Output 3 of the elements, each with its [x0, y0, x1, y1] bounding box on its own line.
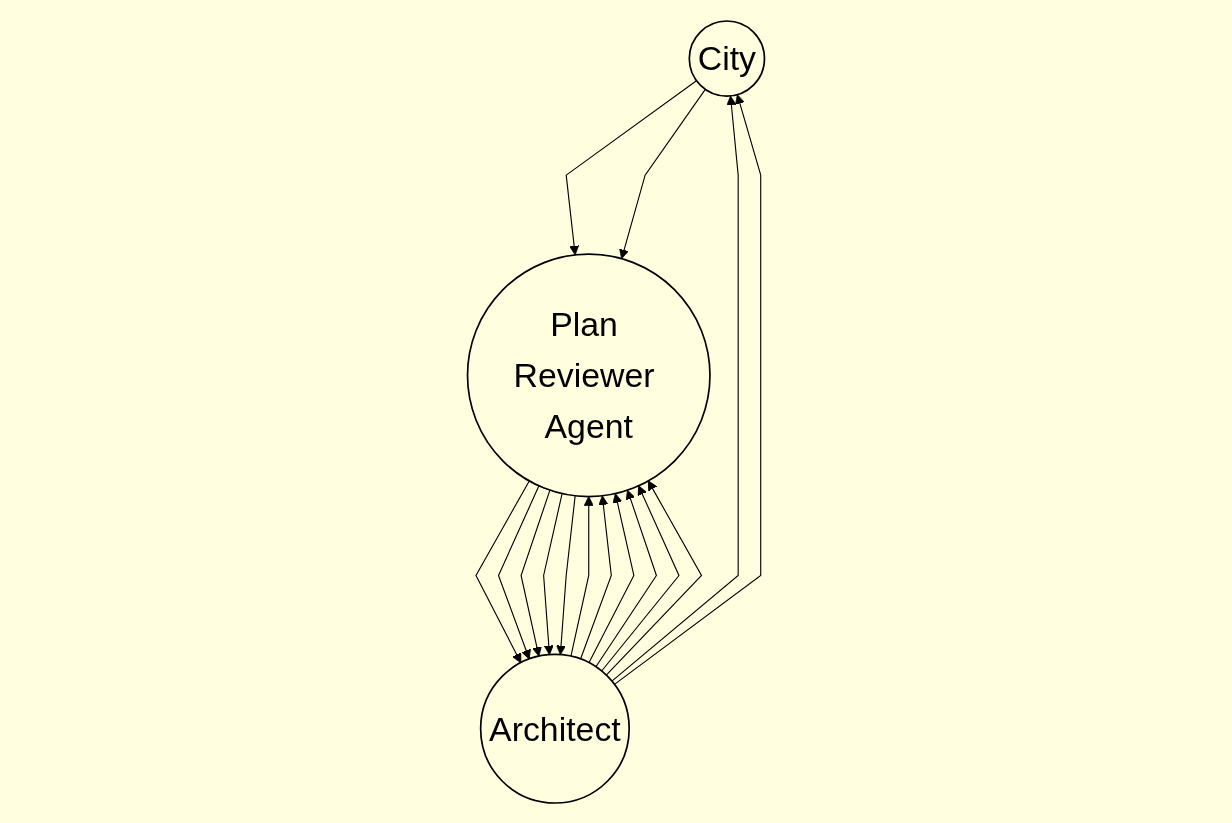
circle-node: Plan Reviewer Agent: [466, 252, 711, 497]
circle-node: City: [688, 19, 766, 97]
circle-node: Architect: [479, 653, 631, 804]
